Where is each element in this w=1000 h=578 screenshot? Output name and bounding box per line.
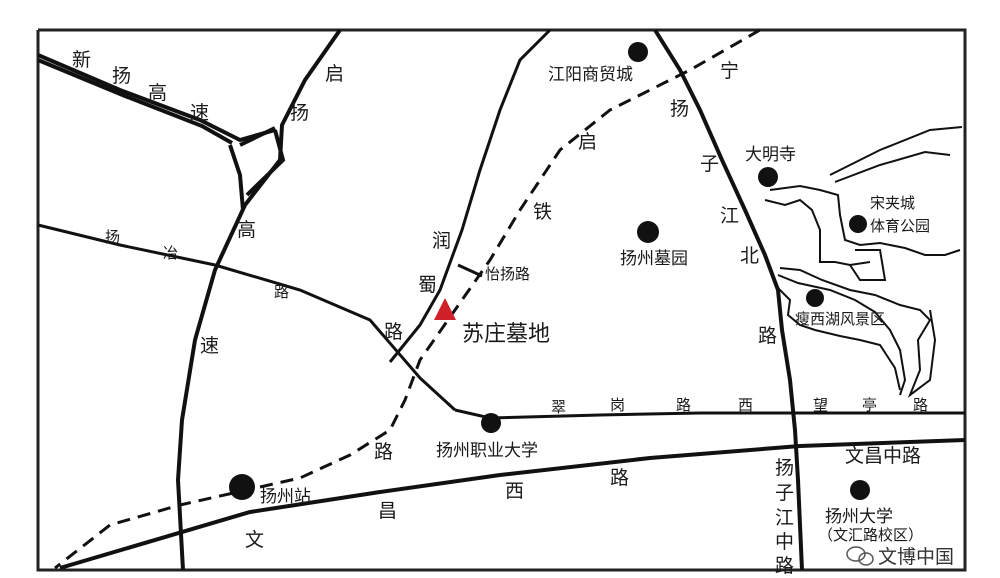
yangye-road xyxy=(37,223,457,412)
lake-outline xyxy=(764,126,963,398)
poi-songjiacheng: 宋夹城 体育公园 xyxy=(849,194,930,235)
qiyang-expressway xyxy=(175,28,342,571)
xinyang-char-0: 新 xyxy=(72,49,91,71)
yiyang-road xyxy=(457,263,483,278)
runshu-char-1: 蜀 xyxy=(418,274,437,296)
yzj-north-char-3: 北 xyxy=(740,245,759,267)
poi-daming-temple: 大明寺 xyxy=(745,145,796,187)
poi-jiangyang-mall-label: 江阳商贸城 xyxy=(548,65,633,85)
ningqi-char-2: 铁 xyxy=(533,201,552,223)
site-suzhuang-cemetery: 苏庄墓地 xyxy=(434,298,550,347)
wenchang-char-1: 昌 xyxy=(378,500,397,522)
ningqi-char-0: 宁 xyxy=(720,60,739,82)
yangye-char-2: 路 xyxy=(274,283,289,301)
poi-yangzhou-university-campus: （文汇路校区） xyxy=(818,526,923,544)
ningqi-char-3: 路 xyxy=(374,441,393,463)
poi-songjiacheng-label-1: 体育公园 xyxy=(870,217,930,235)
poi-yangzhou-university-label: 扬州大学 xyxy=(825,507,893,527)
yzj-middle-char-2: 江 xyxy=(775,507,794,529)
site-marker-triangle xyxy=(434,298,456,320)
ningqi-char-1: 启 xyxy=(578,131,597,153)
poi-yangzhou-university: 扬州大学 （文汇路校区） xyxy=(818,480,923,544)
yzj-middle-char-0: 扬 xyxy=(775,457,794,479)
wenchang-char-2: 西 xyxy=(505,480,524,502)
yangzijiang-north-road xyxy=(653,28,804,571)
wenchang-road xyxy=(59,438,966,570)
yzj-north-char-0: 扬 xyxy=(670,98,689,120)
qiyang-char-0: 启 xyxy=(325,63,344,85)
yangye-char-0: 扬 xyxy=(105,228,120,246)
runshu-road xyxy=(388,28,552,363)
yzj-north-char-2: 江 xyxy=(720,205,739,227)
yangye-char-1: 冶 xyxy=(163,244,178,262)
yzj-north-char-4: 路 xyxy=(758,325,777,347)
xinyang-expressway xyxy=(37,53,276,145)
ningqi-railway xyxy=(54,28,761,570)
xiwangting-char-1: 望 xyxy=(813,396,828,414)
wenchang-char-0: 文 xyxy=(245,529,264,551)
qiyang-char-2: 高 xyxy=(237,219,256,241)
yzj-middle-char-4: 路 xyxy=(775,555,794,577)
poi-yangzhou-cemetery-label: 扬州墓园 xyxy=(620,249,688,269)
wenchang-middle-label: 文昌中路 xyxy=(845,445,921,467)
qiyang-char-1: 扬 xyxy=(290,102,309,124)
watermark: 文博中国 xyxy=(846,546,954,568)
yiyang-road-label: 怡扬路 xyxy=(485,265,530,283)
wenchang-char-3: 路 xyxy=(610,467,629,489)
xinyang-char-1: 扬 xyxy=(112,65,131,87)
qiyang-char-3: 速 xyxy=(200,335,219,357)
poi-jiangyang-mall: 江阳商贸城 xyxy=(548,42,648,85)
runshu-char-2: 路 xyxy=(384,321,403,343)
poi-songjiacheng-label-0: 宋夹城 xyxy=(870,194,915,212)
poi-vocational-university-label: 扬州职业大学 xyxy=(436,441,538,461)
runshu-char-0: 润 xyxy=(432,230,451,252)
cuigang-char-1: 岗 xyxy=(610,396,625,414)
yzj-north-char-1: 子 xyxy=(700,153,719,175)
poi-slender-west-lake-label: 瘦西湖风景区 xyxy=(795,310,885,328)
xiwangting-char-2: 亭 xyxy=(862,396,877,414)
poi-slender-west-lake: 瘦西湖风景区 xyxy=(795,289,885,328)
xiwangting-char-0: 西 xyxy=(738,396,753,414)
cuigang-xiwangting-road xyxy=(454,408,965,420)
poi-yangzhou-cemetery: 扬州墓园 xyxy=(620,221,688,269)
watermark-text: 文博中国 xyxy=(878,546,954,568)
poi-vocational-university: 扬州职业大学 xyxy=(436,413,538,461)
yzj-middle-char-3: 中 xyxy=(775,531,794,553)
poi-daming-temple-label: 大明寺 xyxy=(745,145,796,165)
xiwangting-char-3: 路 xyxy=(913,396,928,414)
poi-yangzhou-station: 扬州站 xyxy=(229,474,311,507)
cuigang-char-0: 翠 xyxy=(551,398,566,416)
road-labels: 新 扬 高 速 启 扬 高 速 扬 冶 路 润 蜀 路 怡扬路 宁 启 铁 路 … xyxy=(72,49,928,577)
wechat-icon xyxy=(846,546,874,566)
poi-yangzhou-station-label: 扬州站 xyxy=(260,487,311,507)
yzj-middle-char-1: 子 xyxy=(775,482,794,504)
xinyang-char-3: 速 xyxy=(190,102,209,124)
site-label: 苏庄墓地 xyxy=(462,322,550,347)
xinyang-char-2: 高 xyxy=(148,82,167,104)
cuigang-char-2: 路 xyxy=(676,396,691,414)
